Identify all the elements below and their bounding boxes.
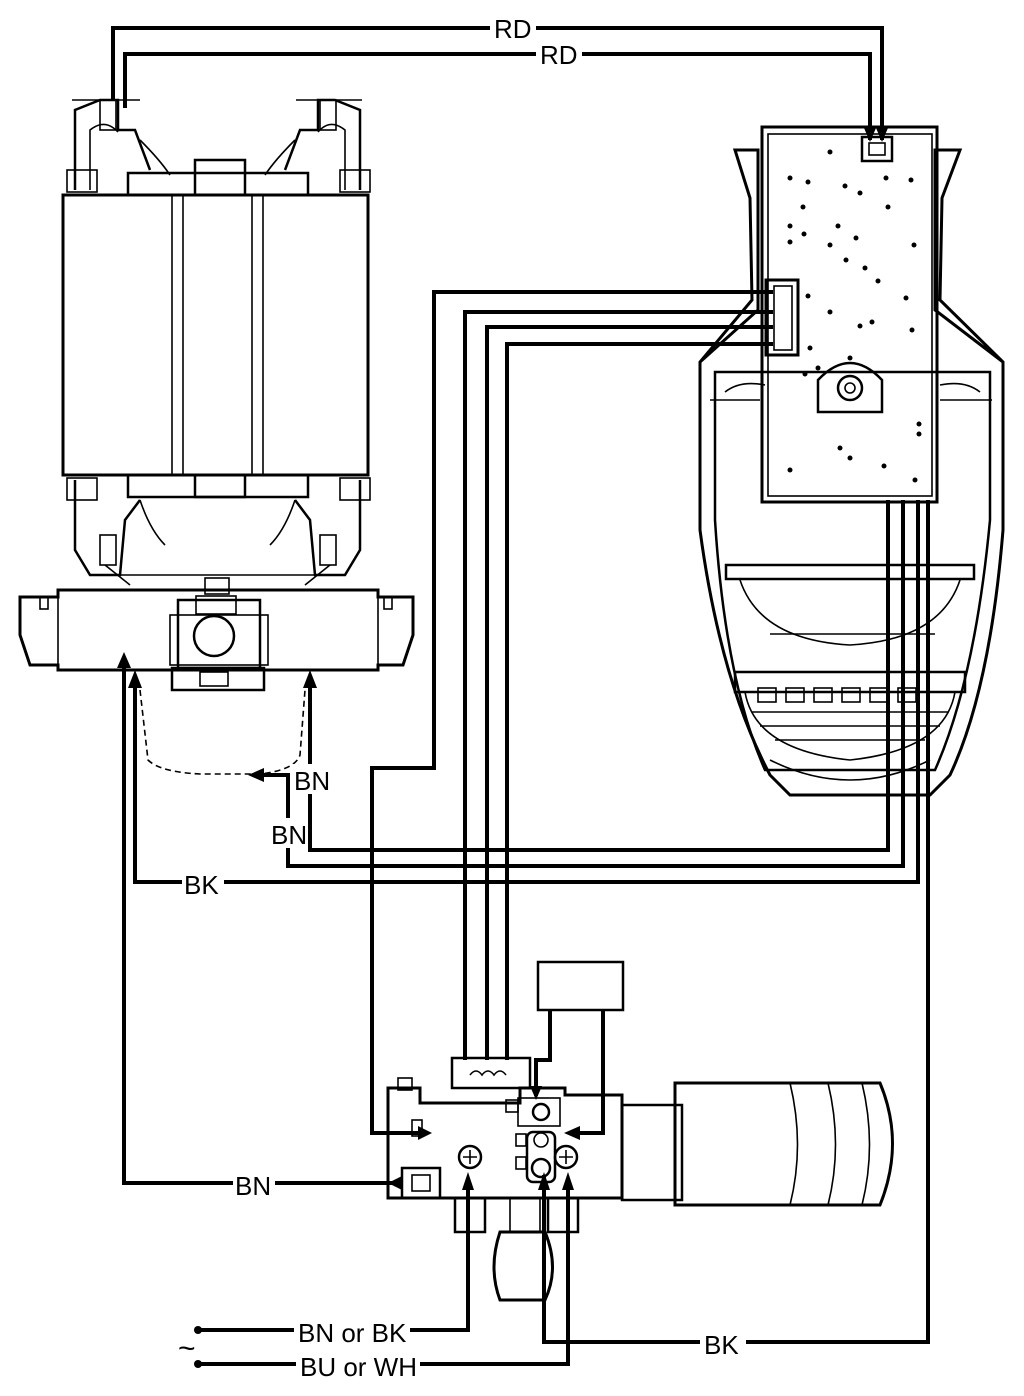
label-bn-brush-lower: BN [271,820,307,850]
wire-labels: RD RD BN BN BK BN BK BN or BK BU or WH ~ [178,14,746,1382]
label-bk-supply: BK [704,1330,739,1360]
motor [18,98,415,775]
ac-symbol: ~ [178,1332,196,1365]
switch-assembly [386,960,894,1302]
label-bk-motor: BK [184,870,219,900]
label-supply-live: BN or BK [298,1318,407,1348]
label-rd-inner: RD [540,40,578,70]
label-rd-outer: RD [494,14,532,44]
label-supply-neutral: BU or WH [300,1352,417,1382]
control-module [698,125,1005,797]
wires [111,26,930,1368]
label-bn-switch: BN [235,1171,271,1201]
label-bn-brush-upper: BN [294,766,330,796]
